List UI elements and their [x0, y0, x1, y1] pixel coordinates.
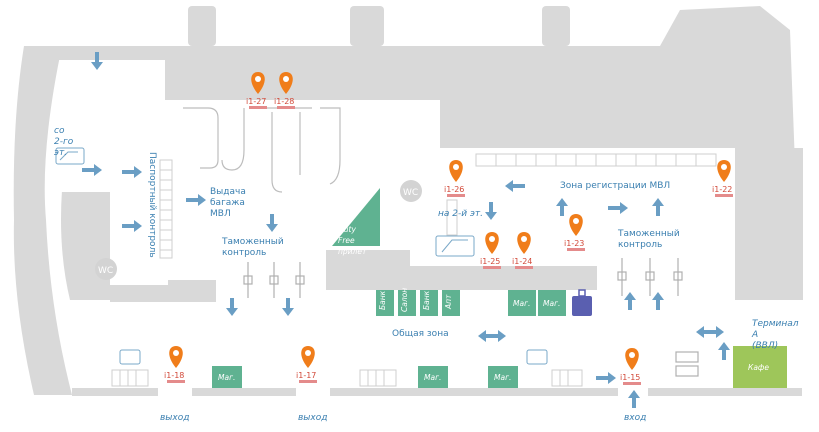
pin-label: i1-27 — [246, 97, 266, 106]
arrow-icon — [608, 202, 628, 214]
map-pin-i1-22[interactable]: i1-22 — [712, 160, 733, 197]
svg-text:Маг.: Маг. — [218, 373, 235, 382]
arrow-icon — [186, 194, 206, 206]
pins: i1-27 i1-28 i1-26 i1-22 i1-25 i1-24 i1-23 i1-18… — [164, 72, 733, 385]
direction-arrows — [82, 52, 730, 408]
map-pin-i1-27[interactable]: i1-27 — [246, 72, 267, 109]
svg-text:WC: WC — [98, 266, 113, 276]
pin-label: i1-17 — [296, 371, 316, 380]
arrow-icon — [82, 164, 102, 176]
map-pin-icon — [717, 160, 731, 182]
bottom-gates — [111, 369, 583, 387]
arrow-icon — [596, 372, 616, 384]
map-pin-icon — [279, 72, 293, 94]
svg-text:Кафе: Кафе — [748, 363, 769, 372]
label-exit-left: выход — [160, 413, 189, 423]
shop-mag-1 — [508, 290, 536, 316]
svg-text:Маг.: Маг. — [494, 373, 511, 382]
shop-mag-2 — [538, 290, 566, 316]
pin-label: i1-18 — [164, 371, 184, 380]
arrow-icon — [122, 166, 142, 178]
pin-label: i1-28 — [274, 97, 294, 106]
label-passport-control: Паспортный контроль — [147, 152, 157, 258]
pin-label: i1-25 — [480, 257, 500, 266]
shop-apt — [442, 290, 460, 316]
shop-mag-3 — [212, 366, 242, 388]
map-pin-i1-15[interactable]: i1-15 — [620, 348, 641, 385]
svg-text:WC: WC — [403, 188, 418, 198]
turnstile-icon — [243, 258, 699, 377]
arrow-icon — [556, 198, 568, 216]
arrow-icon — [91, 52, 103, 70]
svg-text:Салон: Салон — [400, 288, 409, 312]
cafe — [733, 346, 787, 388]
map-pin-i1-25[interactable]: i1-25 — [480, 232, 501, 269]
map-pin-i1-17[interactable]: i1-17 — [296, 346, 317, 383]
escalator-icon — [55, 147, 475, 257]
arrow-icon — [266, 214, 278, 232]
arrow-icon — [652, 198, 664, 216]
pin-label: i1-24 — [512, 257, 532, 266]
svg-text:Маг.: Маг. — [543, 299, 560, 308]
arrow-icon — [478, 330, 506, 342]
label-common-zone: Общая зона — [392, 329, 449, 339]
svg-text:Маг.: Маг. — [424, 373, 441, 382]
pin-label: i1-23 — [564, 239, 584, 248]
arrow-icon — [652, 292, 664, 310]
label-to-second-floor: на 2-й эт. — [438, 209, 483, 219]
arrow-icon — [485, 202, 497, 220]
svg-text:Банк: Банк — [422, 290, 431, 310]
map-pin-icon — [449, 160, 463, 182]
map-pin-i1-18[interactable]: i1-18 — [164, 346, 185, 383]
wc-icon: WC WC — [95, 180, 422, 280]
map-pin-i1-28[interactable]: i1-28 — [274, 72, 295, 109]
map-pin-icon — [169, 346, 183, 368]
elevator-icon — [119, 349, 548, 365]
map-pin-i1-26[interactable]: i1-26 — [444, 160, 465, 197]
label-registration-zone: Зона регистрации МВЛ — [560, 181, 670, 191]
map-pin-icon — [251, 72, 265, 94]
shop-mag-5 — [488, 366, 518, 388]
arrow-icon — [624, 292, 636, 310]
arrow-icon — [122, 220, 142, 232]
shop-mag-4 — [418, 366, 448, 388]
map-pin-icon — [301, 346, 315, 368]
map-pin-i1-23[interactable]: i1-23 — [564, 214, 585, 251]
shop-bank-2 — [420, 290, 438, 316]
duty-free-shop — [332, 188, 380, 246]
arrow-icon — [696, 326, 724, 338]
shop-salon — [398, 290, 416, 316]
arrow-icon — [282, 298, 294, 316]
shop-bank-1 — [376, 290, 394, 316]
svg-text:Апт: Апт — [444, 294, 453, 310]
stairs-passport — [159, 159, 173, 259]
label-entrance: вход — [624, 413, 646, 423]
pin-label: i1-22 — [712, 185, 732, 194]
luggage-icon — [572, 289, 592, 316]
arrow-icon — [226, 298, 238, 316]
pin-label: i1-15 — [620, 373, 640, 382]
map-pin-i1-24[interactable]: i1-24 — [512, 232, 533, 269]
svg-text:Маг.: Маг. — [513, 299, 530, 308]
registration-counters — [446, 153, 717, 236]
map-pin-icon — [485, 232, 499, 254]
map-pin-icon — [569, 214, 583, 236]
arrow-icon — [505, 180, 525, 192]
map-pin-icon — [517, 232, 531, 254]
arrow-icon — [628, 390, 640, 408]
arrow-icon — [718, 342, 730, 360]
map-pin-icon — [625, 348, 639, 370]
label-exit-middle: выход — [298, 413, 327, 423]
svg-text:Банк: Банк — [378, 290, 387, 310]
pin-label: i1-26 — [444, 185, 464, 194]
